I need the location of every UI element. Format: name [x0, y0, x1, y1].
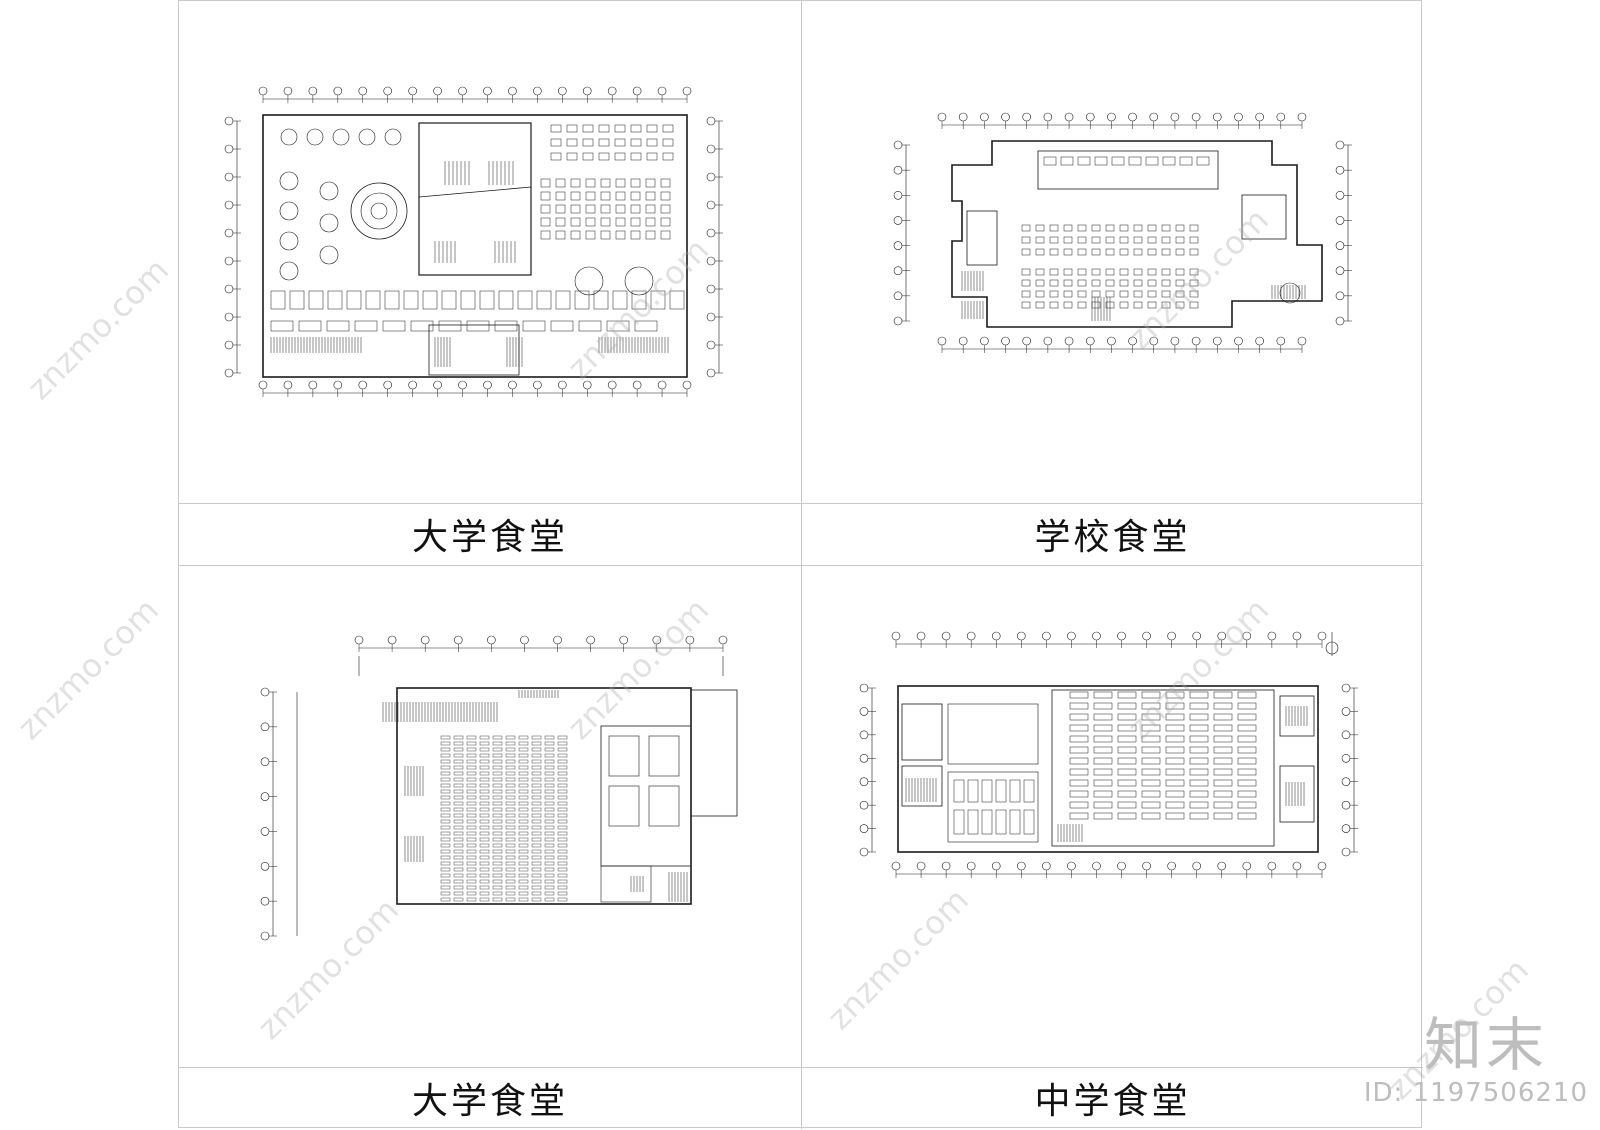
floorplan-panel-2[interactable] [802, 1, 1423, 503]
floorplan-panel-3[interactable] [179, 566, 801, 1067]
floorplan-panel-4[interactable] [802, 566, 1423, 1067]
asset-id-label: ID: 1197506210 [1363, 1078, 1588, 1108]
floorplan-drawing-2 [893, 112, 1352, 353]
drawing-sheet: 大学食堂 学校食堂 大学食堂 中学食堂 [178, 0, 1423, 1129]
panel-caption-3: 大学食堂 [411, 1081, 568, 1122]
row-divider [179, 565, 1423, 566]
watermark-text: znzmo.com [20, 250, 176, 407]
floorplan-panel-1[interactable] [179, 1, 801, 503]
caption-divider-top [179, 503, 1423, 504]
watermark-text: znzmo.com [10, 590, 166, 747]
panel-caption-2: 学校食堂 [1034, 517, 1191, 558]
brand-logo: 知末 [1423, 1011, 1548, 1079]
floorplan-drawing-4 [859, 631, 1358, 878]
floorplan-drawing-3 [260, 635, 738, 941]
caption-divider-bottom [179, 1067, 1423, 1068]
panel-caption-4: 中学食堂 [1034, 1081, 1191, 1122]
floorplan-drawing-1 [224, 86, 723, 397]
panel-caption-1: 大学食堂 [411, 517, 568, 558]
